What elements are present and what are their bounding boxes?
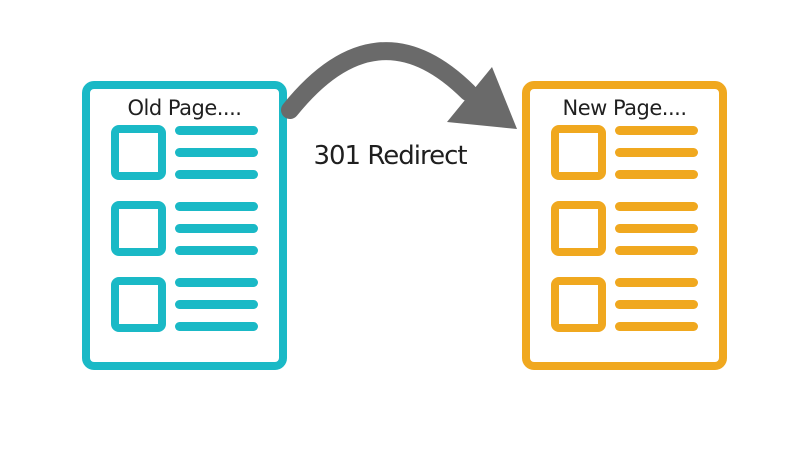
redirect-arrow-icon [281,42,517,129]
image-placeholder [551,201,606,256]
content-row [551,201,698,256]
text-line-placeholder [615,322,698,331]
text-line-placeholder [175,224,258,233]
text-line-placeholder [175,126,258,135]
new-page-body [551,125,698,332]
text-lines [175,125,258,180]
text-line-placeholder [175,148,258,157]
text-line-placeholder [615,170,698,179]
old-page-title: Old Page.... [127,96,242,120]
image-placeholder [551,125,606,180]
text-line-placeholder [615,148,698,157]
text-lines [175,277,258,332]
image-placeholder [111,277,166,332]
image-placeholder [551,277,606,332]
text-line-placeholder [615,224,698,233]
text-line-placeholder [175,278,258,287]
text-line-placeholder [175,202,258,211]
text-lines [615,201,698,256]
text-lines [615,125,698,180]
text-line-placeholder [175,322,258,331]
text-line-placeholder [615,246,698,255]
content-row [111,277,258,332]
content-row [551,277,698,332]
text-line-placeholder [615,278,698,287]
old-page-body [111,125,258,332]
redirect-label: 301 Redirect [313,141,467,171]
text-line-placeholder [175,170,258,179]
text-lines [615,277,698,332]
content-row [111,125,258,180]
new-page-card: New Page.... [522,81,727,370]
image-placeholder [111,201,166,256]
text-line-placeholder [175,246,258,255]
text-lines [175,201,258,256]
content-row [551,125,698,180]
text-line-placeholder [175,300,258,309]
content-row [111,201,258,256]
image-placeholder [111,125,166,180]
new-page-title: New Page.... [562,96,687,120]
text-line-placeholder [615,126,698,135]
old-page-card: Old Page.... [82,81,287,370]
text-line-placeholder [615,300,698,309]
text-line-placeholder [615,202,698,211]
